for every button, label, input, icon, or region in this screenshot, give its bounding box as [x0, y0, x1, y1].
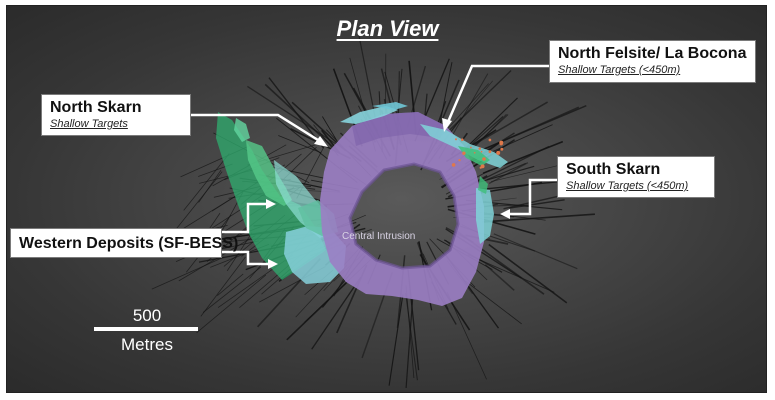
drillhole-trace	[486, 162, 526, 181]
sample-dot	[488, 150, 492, 154]
drillhole-trace	[405, 298, 414, 389]
drillhole-trace	[479, 105, 587, 152]
scale-bar-unit: Metres	[121, 335, 173, 354]
callout-western-deposits: Western Deposits (SF-BESS)	[10, 228, 239, 258]
sample-dot	[488, 138, 492, 142]
drillhole-trace	[196, 274, 267, 334]
drillhole-trace	[484, 264, 515, 291]
drillhole-trace	[322, 116, 338, 141]
sample-dot	[480, 150, 483, 153]
drillhole-trace	[286, 279, 350, 341]
sample-dot	[461, 138, 464, 141]
sample-dot	[454, 138, 458, 141]
sample-dot	[478, 147, 481, 150]
drillhole-trace	[183, 153, 230, 211]
arrow-north-skarn-head	[314, 136, 328, 147]
intrusion-shading	[352, 112, 446, 146]
callout-south-skarn-name: South Skarn	[566, 161, 661, 178]
drillhole-trace	[200, 256, 246, 317]
sample-dot	[499, 140, 504, 145]
drillhole-trace	[488, 162, 529, 184]
sample-dot	[479, 166, 482, 169]
arrow-south-skarn	[510, 178, 558, 216]
drillhole-trace	[178, 235, 256, 282]
page-title: Plan View	[336, 16, 439, 41]
north-felsite-shape	[420, 124, 508, 168]
sample-dot	[458, 159, 461, 162]
callout-western-deposits-name: Western Deposits (SF-BESS)	[19, 235, 239, 252]
drillhole-trace	[198, 169, 222, 203]
arrow-western-upper-head	[266, 199, 276, 209]
arrow-north-skarn	[188, 113, 319, 142]
drillhole-trace	[446, 292, 487, 380]
callout-north-felsite: North Felsite/ La Bocona Shallow Targets…	[549, 40, 756, 83]
callout-north-skarn: North Skarn Shallow Targets	[41, 94, 191, 136]
drillhole-trace	[202, 266, 262, 313]
drillhole-trace	[151, 256, 225, 290]
drillhole-trace	[468, 115, 504, 147]
drillhole-trace	[467, 254, 555, 293]
sample-dot	[500, 147, 504, 151]
drillhole-trace	[465, 280, 522, 325]
drillhole-trace	[482, 140, 564, 174]
arrow-north-felsite	[446, 64, 552, 123]
sample-dot	[462, 151, 466, 155]
drillhole-trace	[217, 273, 244, 297]
sample-dot	[482, 157, 486, 161]
callout-north-skarn-name: North Skarn	[50, 99, 142, 116]
drillhole-trace	[174, 171, 223, 232]
south-skarn-shape	[476, 176, 494, 244]
orange-sample-dots	[451, 138, 504, 169]
central-intrusion-label: Central Intrusion	[342, 231, 416, 242]
drillhole-trace	[357, 30, 377, 120]
callout-north-skarn-note: Shallow Targets	[50, 118, 128, 130]
drillholes	[145, 30, 609, 389]
drillhole-trace	[481, 213, 595, 223]
arrow-western-lower	[222, 250, 268, 266]
drillhole-trace	[509, 199, 565, 209]
drillhole-trace	[445, 70, 512, 134]
drillhole-trace	[311, 276, 362, 350]
intrusion-inner-rim	[348, 162, 460, 270]
drillhole-trace	[488, 243, 568, 304]
north-skarn-shape	[340, 102, 408, 124]
drillhole-trace	[388, 294, 404, 386]
sample-dot	[470, 146, 472, 149]
callout-arrows	[188, 64, 558, 269]
drillhole-trace	[405, 292, 418, 381]
arrow-north-felsite-head	[442, 118, 452, 132]
scale-bar-value: 500	[132, 306, 162, 325]
drillhole-trace	[493, 233, 578, 270]
drillhole-trace	[480, 180, 563, 191]
sample-dot	[496, 150, 501, 155]
scale-bar	[94, 327, 198, 331]
sample-dot	[451, 163, 456, 167]
arrow-western-upper	[222, 202, 266, 234]
callout-south-skarn: South Skarn Shallow Targets (<450m)	[557, 156, 715, 198]
sample-dot	[473, 151, 476, 154]
arrow-south-skarn-head	[500, 209, 510, 219]
arrow-western-lower-head	[268, 259, 278, 269]
drillhole-trace	[491, 162, 569, 182]
drillhole-trace	[264, 83, 341, 154]
callout-north-felsite-note: Shallow Targets (<450m)	[558, 64, 681, 76]
callout-north-felsite-name: North Felsite/ La Bocona	[558, 45, 747, 62]
callout-south-skarn-note: Shallow Targets (<450m)	[566, 180, 689, 192]
